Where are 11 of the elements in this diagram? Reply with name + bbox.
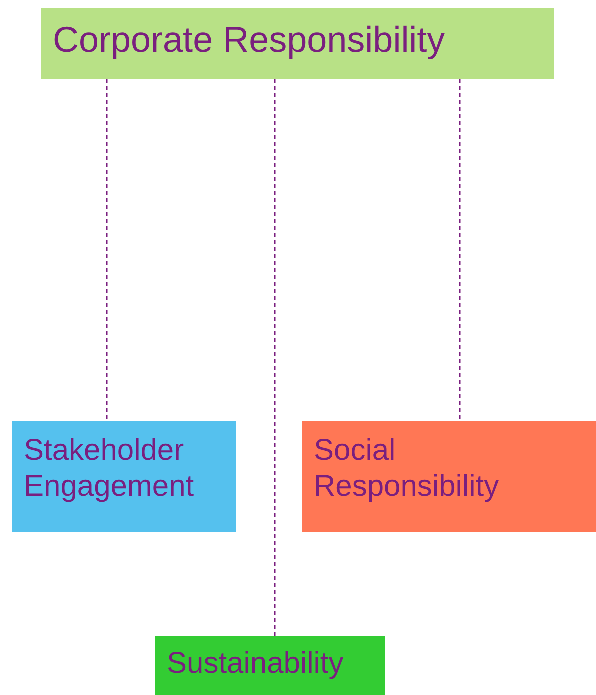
connector-line — [459, 79, 461, 421]
connector-line — [274, 79, 276, 636]
process-box — [41, 8, 554, 79]
process-box — [12, 421, 236, 532]
process-box — [302, 421, 596, 532]
box-label: Stakeholder Engagement — [24, 433, 196, 505]
box-label: Corporate Responsibility — [53, 18, 446, 62]
process-box — [155, 636, 385, 695]
connector-line — [106, 79, 108, 421]
box-label: Sustainability — [167, 646, 345, 682]
box-label: Social Responsibility — [314, 433, 500, 505]
